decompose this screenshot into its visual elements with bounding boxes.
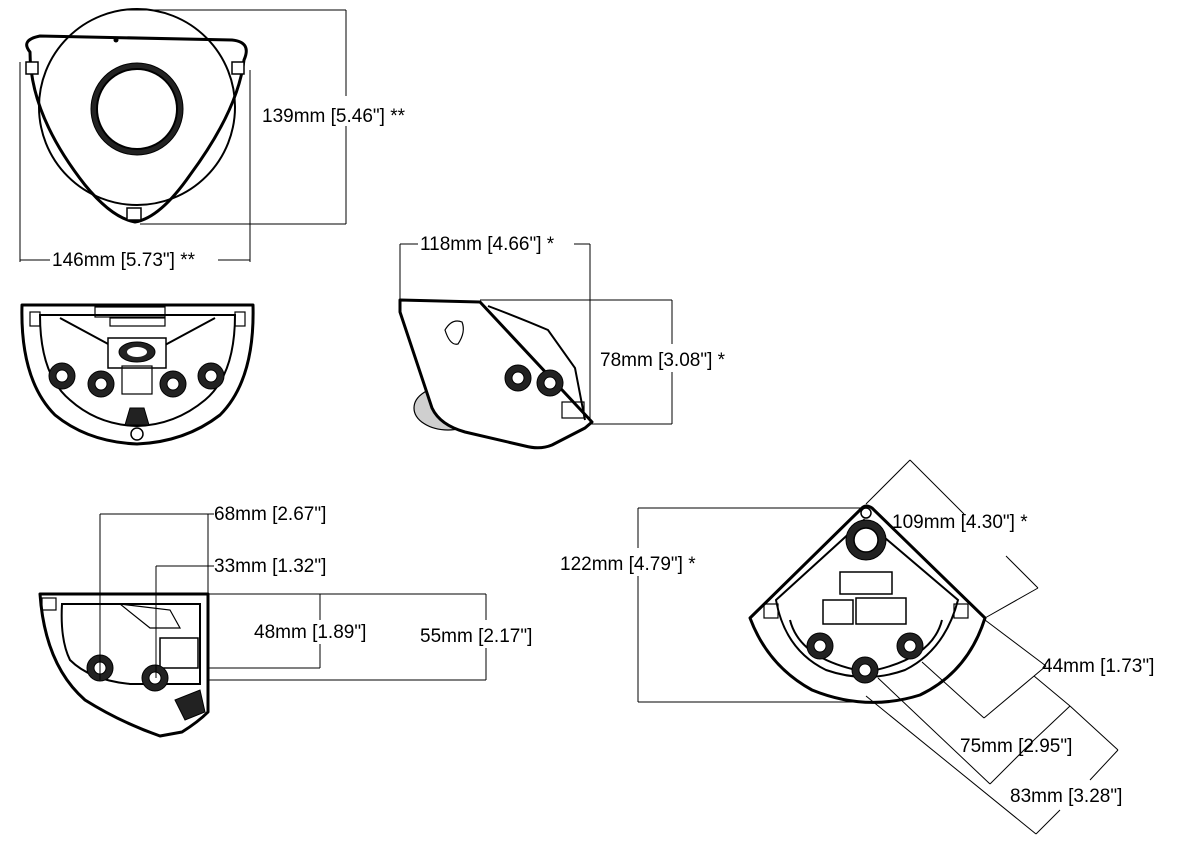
top-view-lens-inner bbox=[96, 68, 178, 150]
profile-view-housing bbox=[38, 592, 210, 738]
top-view-screw-right bbox=[231, 61, 245, 75]
profile-33-label: 33mm [1.32"] bbox=[214, 556, 326, 577]
side-view: 118mm [4.66"] * 78mm [3.08"] * bbox=[398, 234, 726, 450]
profile-view: 68mm [2.67"] 33mm [1.32"] 48mm [1.89"] 5… bbox=[38, 504, 532, 738]
profile-55-label: 55mm [2.17"] bbox=[420, 626, 532, 647]
top-view-dome bbox=[38, 8, 236, 206]
back-view-gland-3 bbox=[159, 370, 187, 398]
back-view-gland-2 bbox=[87, 370, 115, 398]
profile-48-label: 48mm [1.89"] bbox=[254, 622, 366, 643]
back-view-gland-1 bbox=[48, 362, 76, 390]
back-view-gland-4 bbox=[197, 362, 225, 390]
side-height-label: 78mm [3.08"] * bbox=[600, 350, 726, 371]
corner-109-label: 109mm [4.30"] * bbox=[892, 512, 1028, 533]
top-height-label: 139mm [5.46"] ** bbox=[262, 106, 406, 127]
profile-68-label: 68mm [2.67"] bbox=[214, 504, 326, 525]
corner-44-label: 44mm [1.73"] bbox=[1042, 656, 1154, 677]
top-view-sensor-dot bbox=[113, 37, 119, 43]
corner-view-lens bbox=[845, 519, 887, 561]
side-width-label: 118mm [4.66"] * bbox=[420, 234, 555, 255]
top-view: 146mm [5.73"] ** 139mm [5.46"] ** bbox=[19, 8, 406, 271]
top-view-screw-bottom bbox=[126, 207, 142, 221]
corner-122-label: 122mm [4.79"] * bbox=[560, 554, 696, 575]
corner-75-label: 75mm [2.95"] bbox=[960, 736, 1072, 757]
corner-83-label: 83mm [3.28"] bbox=[1010, 786, 1122, 807]
top-view-screw-left bbox=[25, 61, 39, 75]
back-view-housing bbox=[20, 303, 255, 446]
back-view bbox=[20, 303, 255, 446]
corner-view: 122mm [4.79"] * 109mm [4.30"] * 44mm [1.… bbox=[560, 459, 1154, 835]
top-width-label: 146mm [5.73"] ** bbox=[52, 250, 196, 271]
